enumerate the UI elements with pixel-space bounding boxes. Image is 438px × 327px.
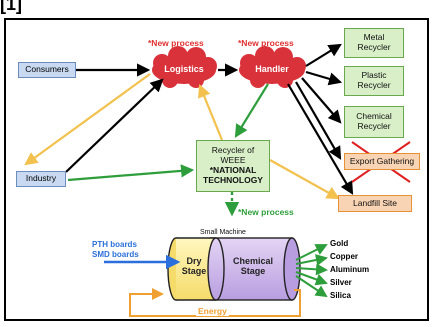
arrow-handler-landfill <box>287 83 354 195</box>
arrow-logistics-industry <box>24 73 151 166</box>
export-gathering-label: Export Gathering <box>349 155 415 166</box>
dry-stage-cylinder <box>167 237 225 301</box>
dry-stage-line2: Stage <box>181 266 207 277</box>
plastic-recycler-label: Plastic Recycler <box>357 70 391 90</box>
arrow-output-silica <box>295 275 328 298</box>
weee-recycler-line2: WEEE <box>220 155 246 166</box>
export-gathering-box: Export Gathering <box>344 153 420 170</box>
new-process-logistics-label: *New process <box>148 38 204 48</box>
chemical-stage-line1: Chemical <box>232 256 274 266</box>
landfill-site-box: Landfill Site <box>338 195 412 212</box>
arrow-handler-export <box>295 81 342 160</box>
industry-label: Industry <box>25 173 57 184</box>
output-silica-label: Silica <box>330 291 351 300</box>
plastic-recycler-box: Plastic Recycler <box>344 66 404 96</box>
arrow-handler-plastic <box>305 70 343 86</box>
arrow-recycler-logistics <box>198 83 224 141</box>
arrow-industry-logistics <box>65 78 164 173</box>
energy-label: Energy <box>196 306 229 316</box>
handler-label: Handler <box>255 64 289 74</box>
header-fragment: [1] <box>0 0 22 14</box>
arrow-output-aluminum <box>295 263 328 276</box>
diagram-frame <box>4 18 429 321</box>
output-copper-label: Copper <box>330 252 358 261</box>
weee-recycler-line4: TECHNOLOGY <box>203 174 263 185</box>
arrow-output-silver <box>295 271 328 286</box>
arrow-handler-recycler <box>234 83 269 138</box>
dry-stage-line1: Dry <box>186 256 202 266</box>
new-process-handler-label: *New process <box>238 38 294 48</box>
chemical-recycler-label: Chemical Recycler <box>356 111 392 131</box>
arrow-recycler-landfill <box>269 159 340 200</box>
new-process-machine-label: *New process <box>238 207 294 217</box>
energy-loop-arrow <box>129 288 301 317</box>
small-machine-label: Small Machine <box>200 229 246 236</box>
dry-stage-label: Dry Stage <box>174 256 214 277</box>
metal-recycler-box: Metal Recycler <box>344 28 404 58</box>
industry-box: Industry <box>16 171 66 187</box>
chemical-stage-line2: Stage <box>240 266 266 277</box>
logistics-label: Logistics <box>164 64 204 74</box>
smd-boards-label: SMD boards <box>92 250 139 259</box>
consumers-label: Consumers <box>25 64 69 75</box>
arrow-handler-metal <box>305 43 342 67</box>
output-gold-label: Gold <box>330 239 349 248</box>
consumers-box: Consumers <box>18 62 76 78</box>
arrow-output-gold <box>295 244 328 261</box>
arrow-handler-chemical <box>301 77 342 124</box>
landfill-site-label: Landfill Site <box>353 197 397 208</box>
weee-recycler-line1: Recycler of <box>211 145 255 156</box>
output-silver-label: Silver <box>330 278 352 287</box>
metal-recycler-label: Metal Recycler <box>357 32 391 52</box>
chemical-recycler-box: Chemical Recycler <box>344 106 404 138</box>
pth-boards-label: PTH boards <box>92 240 137 249</box>
logistics-cloud <box>152 46 217 88</box>
arrow-industry-recycler <box>67 164 195 182</box>
weee-recycler-line3: *NATIONAL <box>209 165 257 175</box>
arrow-output-copper <box>295 254 328 266</box>
chemical-stage-label: Chemical Stage <box>222 256 284 277</box>
weee-recycler-box: Recycler of WEEE *NATIONAL TECHNOLOGY <box>196 140 270 192</box>
output-aluminum-label: Aluminum <box>330 265 370 274</box>
